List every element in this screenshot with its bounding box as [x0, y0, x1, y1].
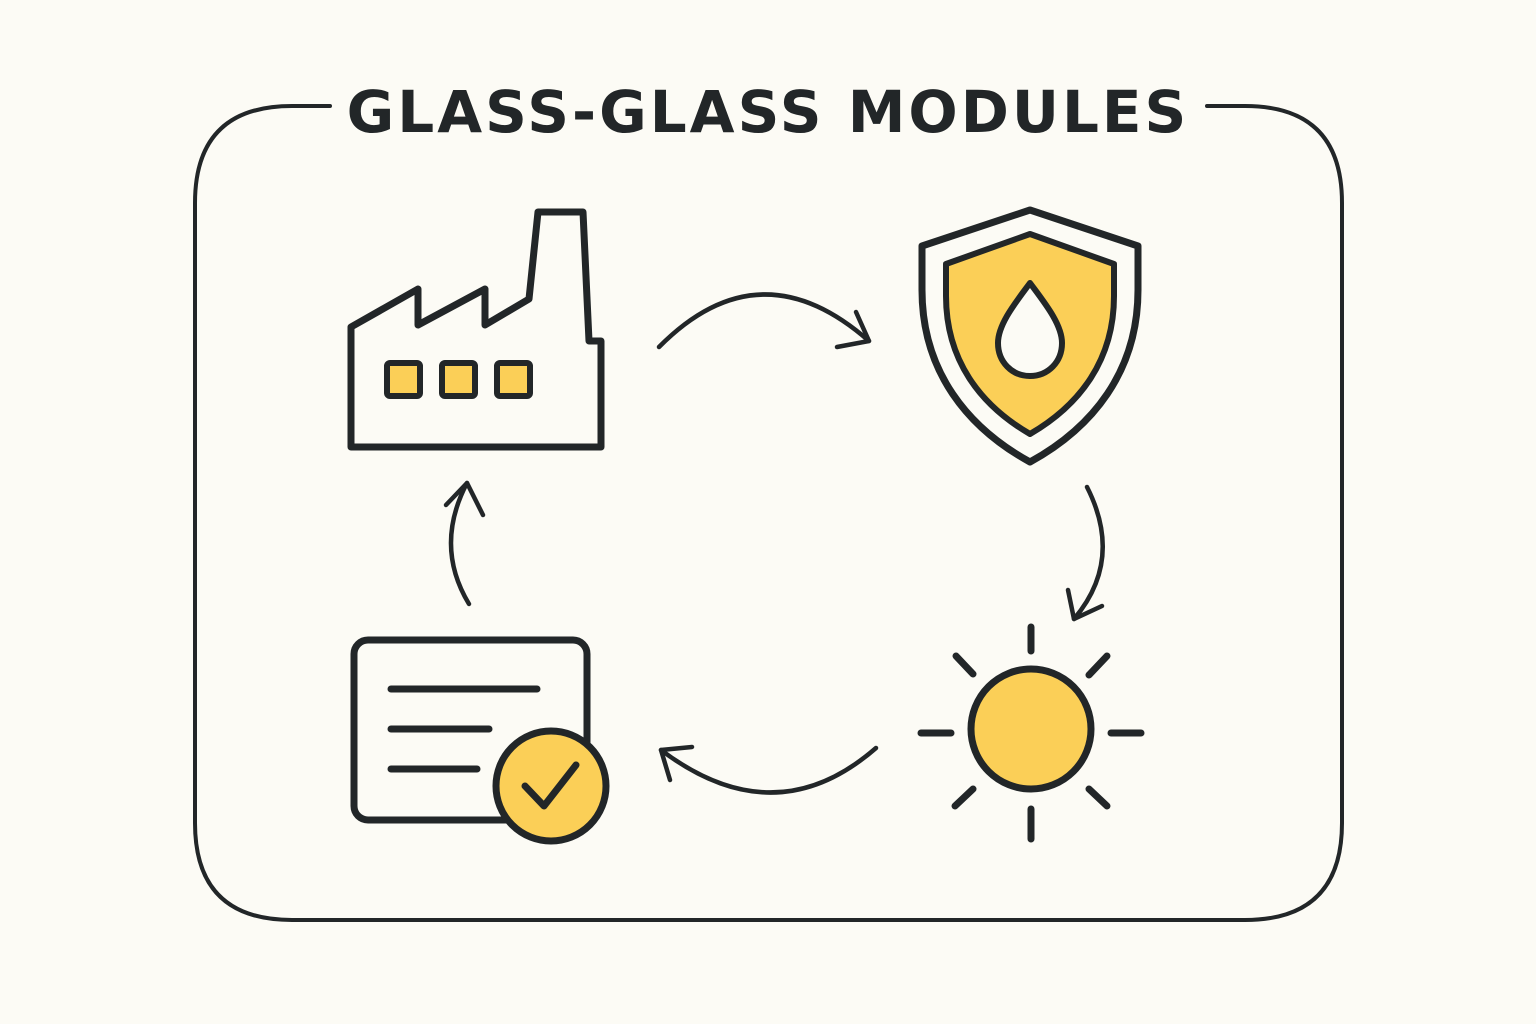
arrow-document-to-factory: [443, 480, 486, 607]
diagram-title: GLASS-GLASS MODULES: [346, 78, 1190, 146]
arrow-factory-to-shield: [656, 292, 872, 350]
document-checkmark-icon: [350, 636, 610, 845]
sun-icon: [917, 623, 1145, 843]
arrow-sun-to-document: [658, 744, 879, 795]
shield-water-drop-icon: [918, 206, 1142, 466]
frame-border: [193, 104, 1344, 922]
factory-icon: [347, 208, 605, 451]
arrow-shield-to-sun: [1065, 484, 1105, 622]
